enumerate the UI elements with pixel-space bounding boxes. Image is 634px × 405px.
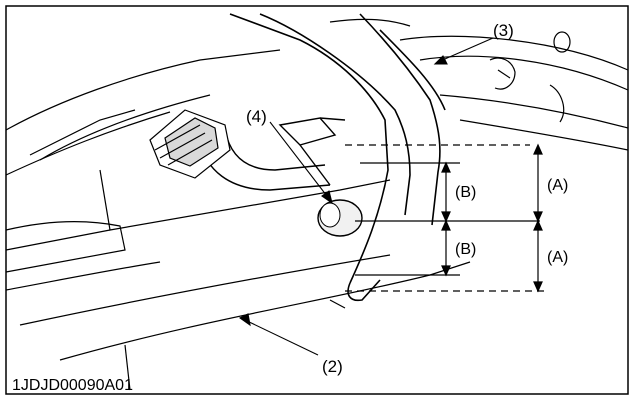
dimension-b-lower-label: (B) [455, 241, 476, 258]
bolt-head-right [489, 31, 571, 123]
callout-2-label: (2) [322, 357, 343, 376]
dimension-a-lower-label: (A) [547, 249, 568, 266]
hose-fitting-nut [149, 109, 231, 179]
figure-code: 1JDJD00090A01 [12, 377, 133, 394]
dimension-b-upper-label: (B) [455, 184, 476, 201]
dimension-a-upper-label: (A) [547, 177, 568, 194]
callout-4-label: (4) [246, 107, 267, 126]
callout-3-label: (3) [493, 21, 514, 40]
lever-body [229, 13, 446, 302]
measurement-lines [345, 144, 548, 292]
leader-lines [238, 37, 494, 356]
pin-part [317, 199, 363, 237]
figure-border [5, 5, 629, 395]
machine-body-outline [5, 18, 629, 391]
dimension-arrows-b [441, 161, 451, 277]
dimension-arrows-a [533, 143, 543, 293]
